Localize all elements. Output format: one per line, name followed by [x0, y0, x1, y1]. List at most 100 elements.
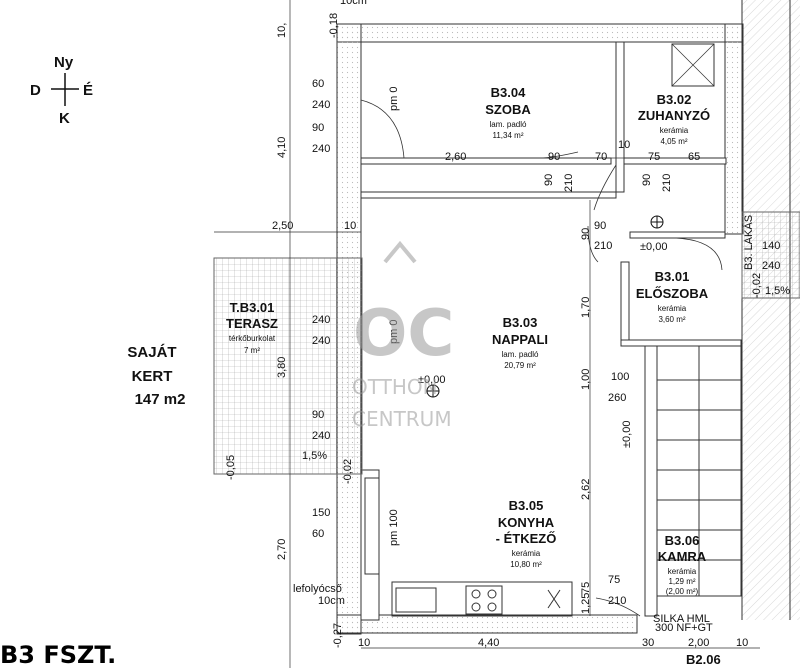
svg-text:SILKA HML: SILKA HML — [653, 613, 710, 625]
room-code: B3.06 — [665, 533, 700, 548]
svg-text:pm 100: pm 100 — [388, 509, 400, 546]
room-name: KONYHA — [498, 515, 555, 530]
svg-text:4,10: 4,10 — [276, 137, 288, 158]
compass: Ny D É K — [30, 54, 93, 127]
room-name: SZOBA — [485, 102, 531, 117]
levels: ±0,00 ±0,00 ±0,00 -0,18 -0,05 -0,02 -0,0… — [225, 13, 790, 648]
svg-text:90: 90 — [548, 151, 560, 163]
room-name: ZUHANYZÓ — [638, 108, 710, 123]
dimensions: 10, 4,10 3,80 2,70 2,50 10 2,60 90 70 10… — [272, 23, 780, 649]
room-floor: kerámia — [660, 126, 689, 135]
svg-text:240: 240 — [762, 260, 780, 272]
room-code: B3.02 — [657, 92, 692, 107]
svg-text:2,50: 2,50 — [272, 220, 293, 232]
svg-text:147 m2: 147 m2 — [135, 391, 186, 408]
level-marks — [426, 215, 664, 398]
svg-text:B2.06: B2.06 — [686, 652, 721, 667]
room-terasz: T.B3.01 TERASZ térkőburkolat 7 m² — [226, 300, 278, 355]
compass-west: D — [30, 82, 41, 99]
svg-text:90: 90 — [312, 409, 324, 421]
room-code: B3.04 — [491, 85, 526, 100]
svg-text:240: 240 — [312, 335, 330, 347]
door-swings — [360, 99, 723, 617]
svg-text:±0,00: ±0,00 — [640, 241, 667, 253]
svg-text:10: 10 — [736, 637, 748, 649]
svg-text:30: 30 — [642, 637, 654, 649]
room-code: T.B3.01 — [230, 300, 275, 315]
room-floor: kerámia — [668, 567, 697, 576]
shower-tray — [671, 43, 715, 87]
svg-text:OTTHON: OTTHON — [352, 375, 438, 399]
room-floor: kerámia — [658, 304, 687, 313]
svg-text:SAJÁT: SAJÁT — [127, 344, 176, 361]
svg-text:240: 240 — [312, 143, 330, 155]
room-floor: lam. padló — [502, 350, 539, 359]
room-code: B3.05 — [509, 498, 544, 513]
room-area: 3,60 m² — [658, 315, 685, 324]
room-szoba: B3.04 SZOBA lam. padló 11,34 m² — [485, 85, 531, 140]
watermark: OC OTTHON CENTRUM — [352, 240, 454, 431]
svg-text:2,70: 2,70 — [276, 539, 288, 560]
svg-text:1,70: 1,70 — [580, 297, 592, 318]
svg-text:4,40: 4,40 — [478, 637, 499, 649]
svg-text:KERT: KERT — [132, 368, 173, 385]
svg-text:60: 60 — [312, 528, 324, 540]
svg-text:CENTRUM: CENTRUM — [352, 407, 452, 431]
svg-text:150: 150 — [312, 507, 330, 519]
room-name: NAPPALI — [492, 332, 548, 347]
room-area: 1,29 m² — [668, 577, 695, 586]
room-name: KAMRA — [658, 549, 707, 564]
room-area: 11,34 m² — [493, 131, 524, 140]
room-code: B3.03 — [503, 315, 538, 330]
compass-north: Ny — [54, 54, 74, 71]
svg-text:75: 75 — [648, 151, 660, 163]
svg-text:10: 10 — [618, 139, 630, 151]
svg-text:240: 240 — [312, 314, 330, 326]
room-area: 10,80 m² — [510, 560, 542, 569]
svg-text:210: 210 — [563, 174, 575, 192]
svg-text:300 NF+GT: 300 NF+GT — [655, 622, 713, 634]
dimension-lines — [214, 0, 760, 668]
svg-text:65: 65 — [688, 151, 700, 163]
room-name: TERASZ — [226, 316, 278, 331]
svg-text:75: 75 — [580, 582, 592, 594]
svg-text:2,62: 2,62 — [580, 479, 592, 500]
svg-text:60: 60 — [312, 78, 324, 90]
room-zuhanyzo: B3.02 ZUHANYZÓ kerámia 4,05 m² — [638, 92, 710, 146]
svg-text:-0,05: -0,05 — [225, 455, 237, 480]
svg-text:-0,27: -0,27 — [332, 623, 344, 648]
svg-text:-0,18: -0,18 — [328, 13, 340, 38]
svg-text:100: 100 — [611, 371, 629, 383]
svg-text:pm 0: pm 0 — [388, 320, 400, 344]
svg-text:10,: 10, — [276, 23, 288, 38]
svg-text:90: 90 — [312, 122, 324, 134]
svg-text:90: 90 — [641, 174, 653, 186]
svg-text:10: 10 — [344, 220, 356, 232]
svg-text:2,00: 2,00 — [688, 637, 709, 649]
compass-south: K — [59, 110, 70, 127]
room-floor: térkőburkolat — [229, 334, 276, 343]
room-floor: lam. padló — [490, 120, 527, 129]
svg-text:240: 240 — [312, 430, 330, 442]
room-floor: kerámia — [512, 549, 541, 558]
stairs — [656, 345, 742, 597]
svg-text:240: 240 — [312, 99, 330, 111]
terrace-tiles — [213, 257, 363, 475]
room-nappali: B3.03 NAPPALI lam. padló 20,79 m² — [492, 315, 548, 370]
room-name-2: - ÉTKEZŐ — [496, 531, 557, 546]
room-eloszoba: B3.01 ELŐSZOBA kerámia 3,60 m² — [636, 269, 709, 324]
svg-text:75: 75 — [608, 574, 620, 586]
svg-text:140: 140 — [762, 240, 780, 252]
room-area: 7 m² — [244, 346, 260, 355]
svg-text:90: 90 — [543, 174, 555, 186]
entry-tiles — [741, 211, 800, 299]
svg-text:-0,02: -0,02 — [342, 459, 354, 484]
svg-text:1,5%: 1,5% — [302, 450, 327, 462]
room-konyha: B3.05 KONYHA - ÉTKEZŐ kerámia 10,80 m² — [496, 498, 557, 569]
compass-east: É — [83, 82, 93, 99]
svg-text:±0,00: ±0,00 — [418, 374, 445, 386]
svg-text:2,60: 2,60 — [445, 151, 466, 163]
svg-text:10cm: 10cm — [340, 0, 367, 7]
svg-text:70: 70 — [595, 151, 607, 163]
